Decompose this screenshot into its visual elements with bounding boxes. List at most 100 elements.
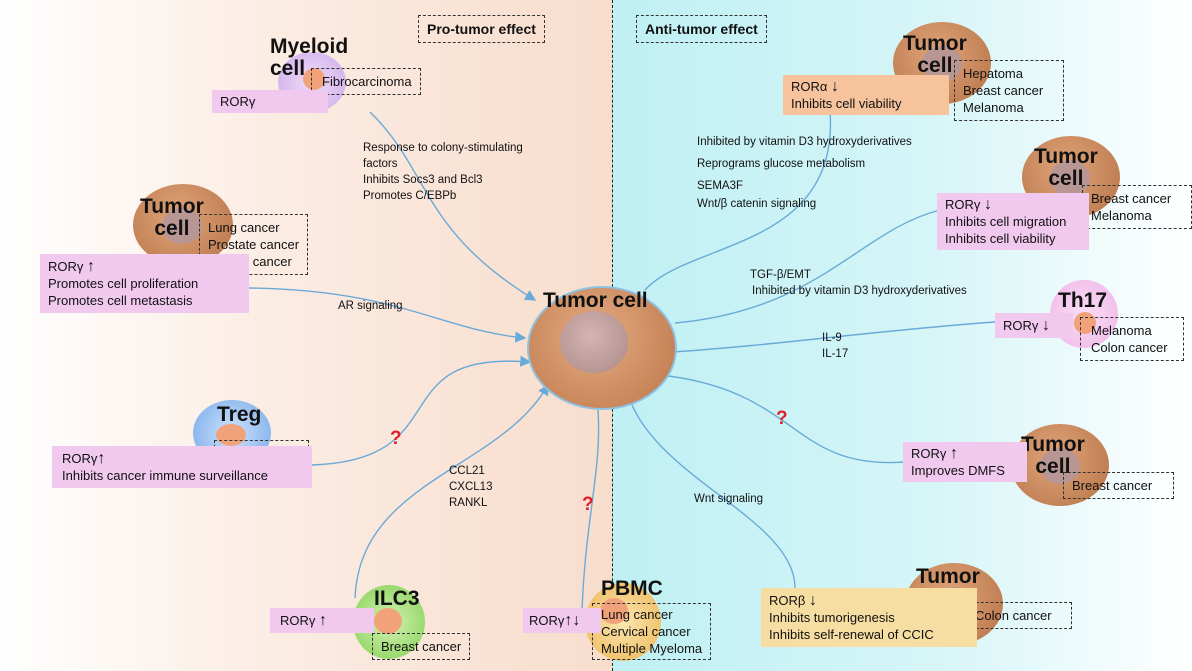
tumor-left-title-1: Tumor <box>140 195 204 218</box>
question-mark-icon: ? <box>582 494 594 515</box>
ar-signaling-text: AR signaling <box>338 300 403 312</box>
myeloid-text-1: Response to colony-stimulating <box>363 142 523 154</box>
myeloid-title-line2: cell <box>270 57 306 80</box>
line-r4 <box>659 374 906 464</box>
tumor-r5-label: RORβ ↓ Inhibits tumorigenesis Inhibits s… <box>761 588 977 647</box>
tumor-r1-cancer-box: Hepatoma Breast cancer Melanoma <box>954 60 1064 121</box>
treg-label: RORγ↑ Inhibits cancer immune surveillanc… <box>52 446 312 488</box>
tumor-r1-label-gene: RORα ↓ <box>791 78 840 95</box>
up-arrow-icon: ↑ <box>97 450 106 467</box>
ilc3-text-2: CXCL13 <box>449 481 493 493</box>
th17-cancer-1: Melanoma <box>1091 323 1152 338</box>
tumor-r2-label-gene: RORγ ↓ <box>945 196 993 213</box>
myeloid-title: Myeloid cell <box>270 36 348 80</box>
ilc3-text-3: RANKL <box>449 497 488 509</box>
pbmc-cancer-3: Multiple Myeloma <box>601 641 703 656</box>
tumor-left-cancer-1: Lung cancer <box>208 220 280 235</box>
ilc3-nucleus <box>374 608 402 634</box>
ilc3-mechanism-text: CCL21 CXCL13 RANKL <box>449 463 492 511</box>
myeloid-mechanism-text: Response to colony-stimulating factors I… <box>363 140 523 204</box>
tumor-r2-cancer-2: Melanoma <box>1091 208 1152 223</box>
tumor-r2-cancer-1: Breast cancer <box>1091 191 1172 206</box>
tumor-r1-label: RORα ↓ Inhibits cell viability <box>783 75 949 115</box>
tumor-r1-cancer-1: Hepatoma <box>963 66 1023 81</box>
r1-text-3: SEMA3F <box>697 180 744 192</box>
r1-text-4: Wnt/β catenin signaling <box>697 198 817 210</box>
myeloid-label: RORγ <box>212 90 328 113</box>
ilc3-text-1: CCL21 <box>449 465 485 477</box>
tumor-r4-label: RORγ ↑ Improves DMFS <box>903 442 1027 482</box>
tumor-r2-nucleus <box>1050 160 1090 196</box>
down-arrow-icon: ↓ <box>831 78 840 95</box>
th17-label: RORγ ↓ <box>995 313 1073 338</box>
r2-text-2: Inhibited by vitamin D3 hydroxyderivativ… <box>752 285 967 297</box>
down-arrow-icon: ↓ <box>984 196 993 213</box>
myeloid-nucleus <box>303 68 325 90</box>
anti-tumor-header: Anti-tumor effect <box>636 15 767 43</box>
tumor-r1-cancer-3: Melanoma <box>963 100 1024 115</box>
th17-mechanism-text: IL-9 IL-17 <box>822 330 848 362</box>
r2-mechanism-text: TGF-β/EMT Inhibited by vitamin D3 hydrox… <box>750 267 967 299</box>
question-mark-icon: ? <box>776 408 788 429</box>
ilc3-label: RORγ ↑ <box>270 608 374 633</box>
tumor-r5-label-3: Inhibits self-renewal of CCIC <box>769 627 934 642</box>
tumor-r4-title: Tumor cell <box>1021 434 1085 478</box>
tumor-r2-label: RORγ ↓ Inhibits cell migration Inhibits … <box>937 193 1089 250</box>
tumor-r2-label-3: Inhibits cell viability <box>945 231 1056 246</box>
up-arrow-icon: ↑ <box>564 612 573 629</box>
tumor-r1-title-2: cell <box>917 54 953 77</box>
tumor-r2-title-2: cell <box>1048 167 1084 190</box>
tumor-r5-cancer-box: Colon cancer <box>966 602 1072 629</box>
down-arrow-icon: ↓ <box>1042 317 1051 334</box>
line-th17 <box>671 321 996 353</box>
ilc3-title: ILC3 <box>374 587 420 610</box>
r1-text-2: Reprograms glucose metabolism <box>697 158 866 170</box>
r1-mechanism-text: Inhibited by vitamin D3 hydroxyderivativ… <box>697 133 912 213</box>
tumor-r1-title: Tumor cell <box>903 33 967 77</box>
pro-tumor-header: Pro-tumor effect <box>418 15 545 43</box>
r1-text-1: Inhibited by vitamin D3 hydroxyderivativ… <box>697 136 912 148</box>
myeloid-text-2: factors <box>363 158 398 170</box>
th17-title: Th17 <box>1058 289 1108 312</box>
line-r5 <box>629 399 796 589</box>
ilc3-cancer-box: Breast cancer <box>372 633 471 660</box>
line-myeloid <box>369 111 537 301</box>
tumor-left-title: Tumor cell <box>140 196 204 240</box>
line-r1 <box>644 109 831 291</box>
pbmc-label-gene: RORγ <box>529 613 565 628</box>
ilc3-label-gene: RORγ <box>280 613 316 628</box>
tumor-r2-cancer-box: Breast cancer Melanoma <box>1082 185 1192 229</box>
down-arrow-icon: ↓ <box>572 612 581 629</box>
treg-label-gene: RORγ↑ <box>62 450 106 467</box>
tumor-left-label-3: Promotes cell metastasis <box>48 293 193 308</box>
tumor-r1-label-2: Inhibits cell viability <box>791 96 902 111</box>
center-tumor-nucleus <box>560 311 628 373</box>
line-ilc3 <box>354 383 549 599</box>
tumor-left-label-gene: RORγ ↑ <box>48 258 96 275</box>
treg-title: Treg <box>217 403 262 426</box>
tumor-left-title-2: cell <box>154 217 190 240</box>
line-r2 <box>674 209 941 324</box>
tumor-r1-cancer-2: Breast cancer <box>963 83 1044 98</box>
pbmc-title: PBMC <box>601 577 663 600</box>
th17-text-1: IL-9 <box>822 332 842 344</box>
tumor-r1-title-1: Tumor <box>903 32 967 55</box>
tumor-r4-title-2: cell <box>1035 455 1071 478</box>
pbmc-cancer-2: Cervical cancer <box>601 624 691 639</box>
tumor-r4-cancer-box: Breast cancer <box>1063 472 1174 499</box>
wnt-signaling-text: Wnt signaling <box>694 493 764 505</box>
tumor-left-label: RORγ ↑ Promotes cell proliferation Promo… <box>40 254 249 313</box>
tumor-left-cancer-2: Prostate cancer <box>208 237 300 252</box>
tumor-r4-label-2: Improves DMFS <box>911 463 1005 478</box>
center-title: Tumor cell <box>543 289 648 312</box>
myeloid-title-line1: Myeloid <box>270 35 349 58</box>
tumor-r2-label-2: Inhibits cell migration <box>945 214 1067 229</box>
tumor-r4-label-gene: RORγ ↑ <box>911 445 959 462</box>
th17-label-gene: RORγ <box>1003 318 1039 333</box>
tumor-r2-title-1: Tumor <box>1034 145 1098 168</box>
up-arrow-icon: ↑ <box>950 445 959 462</box>
tumor-left-nucleus <box>162 208 202 244</box>
pbmc-cancer-1: Lung cancer <box>601 607 673 622</box>
myeloid-text-3: Inhibits Socs3 and Bcl3 <box>363 174 483 186</box>
question-mark-icon: ? <box>390 428 402 449</box>
